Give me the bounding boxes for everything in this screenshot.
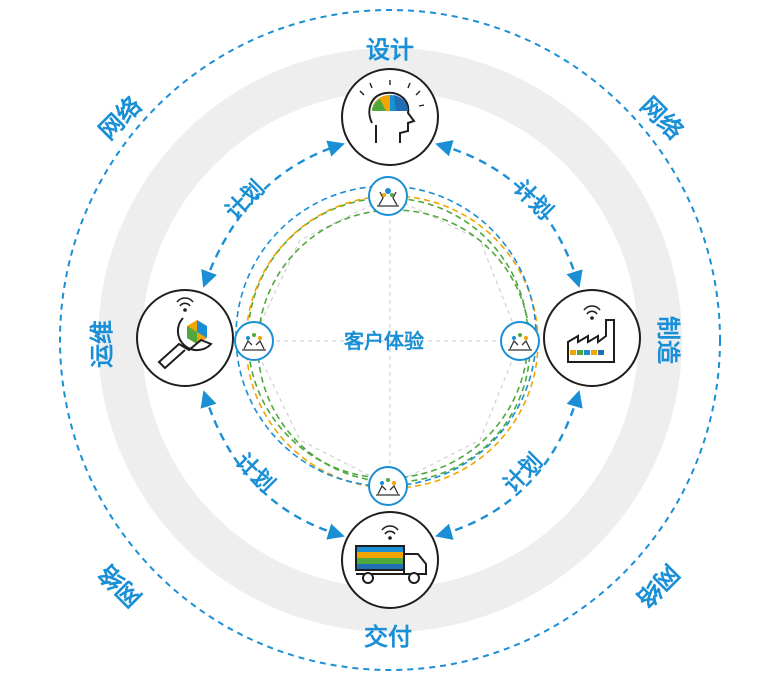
- center-label: 客户体验: [343, 329, 424, 353]
- network-label-top-left: 网络: [93, 91, 147, 145]
- robot-arms-icon: [377, 188, 399, 207]
- stage-label-design: 设计: [366, 36, 414, 64]
- stage-label-operations: 运维: [88, 320, 116, 368]
- network-label-top-right: 网络: [635, 91, 689, 145]
- hub-bottom: [368, 466, 408, 506]
- arrow-manufacture-to-delivery: [435, 390, 583, 540]
- hub-left: [234, 321, 274, 361]
- stage-operations: [136, 289, 234, 387]
- arrow-design-to-manufacture: [435, 140, 583, 288]
- stage-delivery: [341, 511, 439, 609]
- stage-design: [341, 68, 439, 166]
- robot-arms-icon: [242, 333, 266, 351]
- wrench-icon: [157, 297, 213, 370]
- arrow-delivery-to-operations: [200, 390, 345, 540]
- network-label-bottom-left: 网络: [93, 559, 147, 613]
- robot-arms-icon: [376, 478, 400, 496]
- network-label-bottom-right: 网络: [631, 559, 685, 613]
- robot-arms-icon: [508, 333, 532, 351]
- hub-right: [500, 321, 540, 361]
- factory-icon: [567, 305, 615, 363]
- hub-top: [368, 176, 408, 216]
- stage-label-delivery: 交付: [364, 623, 412, 651]
- plan-arrows: [200, 140, 583, 540]
- arrow-operations-to-design: [201, 140, 345, 288]
- head-with-brain-icon: [359, 80, 425, 143]
- delivery-truck-icon: [355, 525, 427, 584]
- network-ring: [59, 9, 721, 671]
- stage-manufacture: [543, 289, 641, 387]
- stage-label-manufacture: 制造: [654, 316, 682, 364]
